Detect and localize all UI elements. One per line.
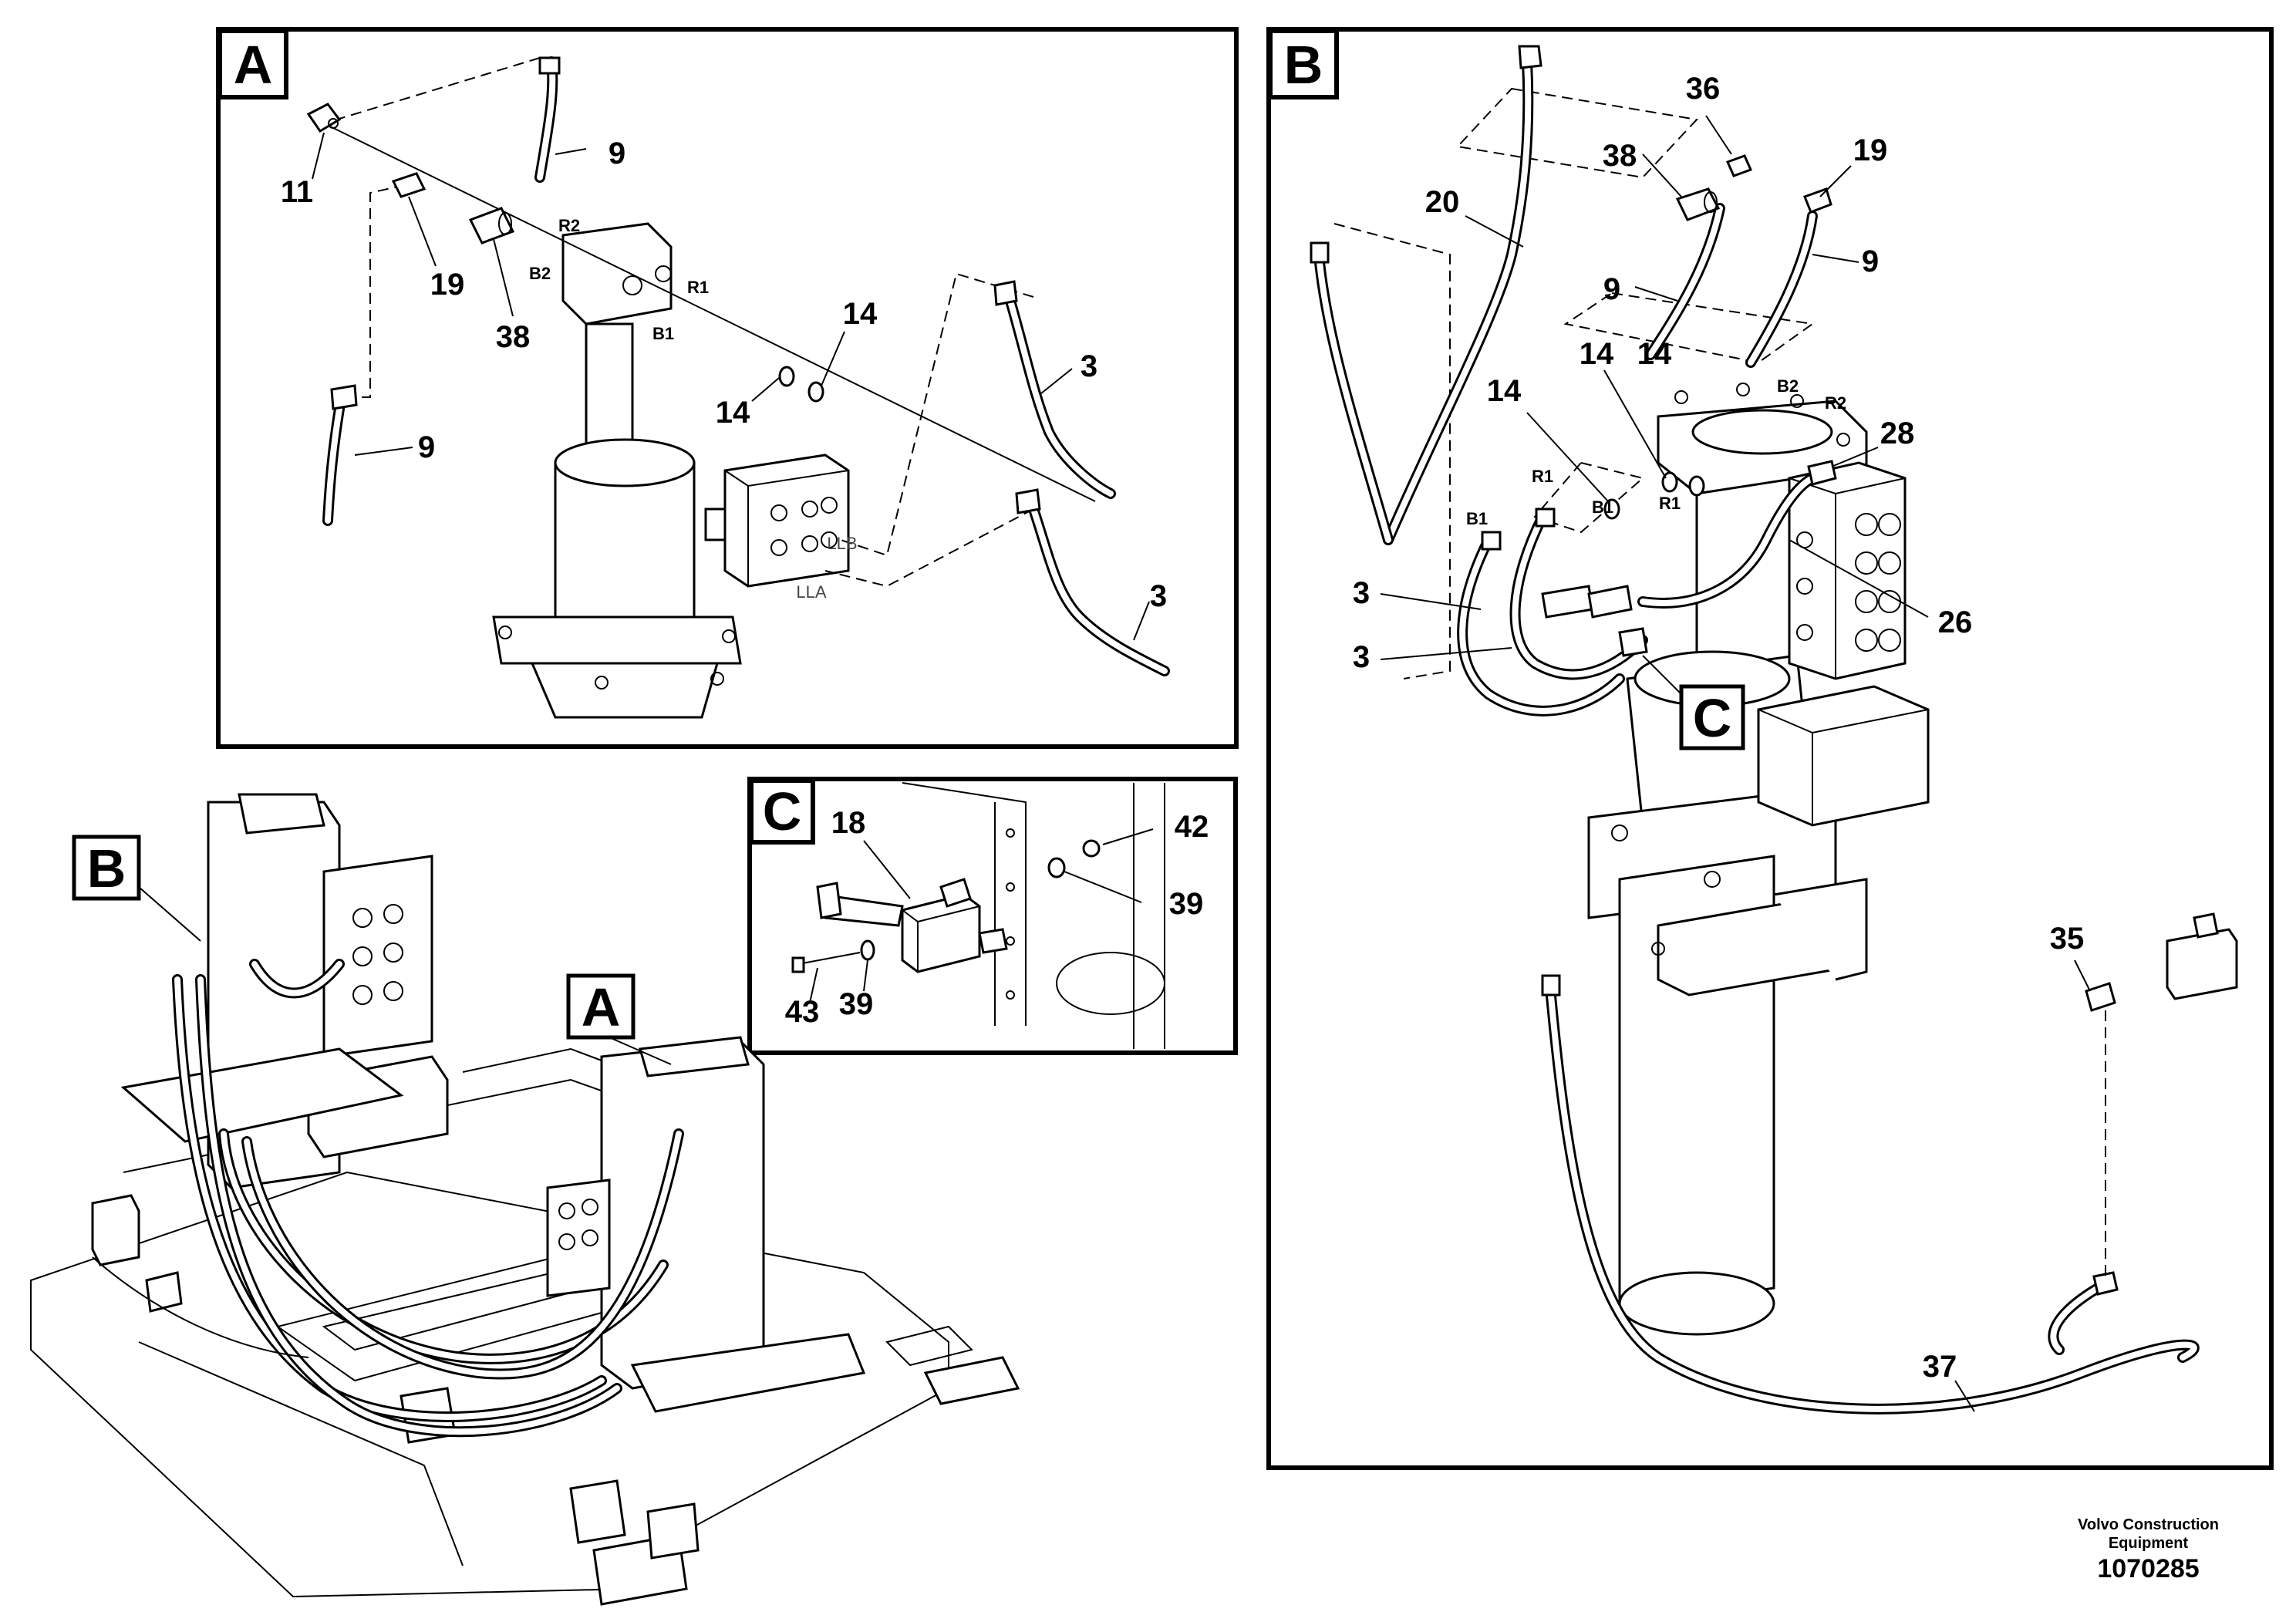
- company-line-1: Volvo Construction: [2078, 1516, 2219, 1533]
- view-b-frame: [1266, 27, 2274, 1470]
- callout-36: 36: [1686, 72, 1721, 106]
- overview-marker-a: A: [582, 977, 621, 1037]
- port-tag-r1-b-left: R1: [1532, 467, 1553, 486]
- fitting-11: [306, 103, 342, 133]
- callout-14-a-lower: 14: [716, 396, 750, 430]
- view-a-panel: A: [216, 27, 1239, 749]
- callout-37: 37: [1923, 1350, 1957, 1384]
- adapter-38-a: [468, 207, 515, 244]
- view-c-panel: C: [747, 777, 1238, 1055]
- frame-plates-c: [902, 782, 1165, 1049]
- nut-42: [1082, 839, 1101, 858]
- port-tag-b1-a: B1: [652, 324, 674, 343]
- callout-14-b-left: 14: [1487, 374, 1522, 408]
- port-tag-r2-a: R2: [558, 216, 580, 235]
- hose-3-upper-a: [993, 280, 1116, 499]
- hose-37: [1541, 974, 2200, 1415]
- view-c-reference-box: [1679, 684, 1745, 750]
- callout-42: 42: [1175, 810, 1209, 844]
- port-tag-b1-b-left: B1: [1466, 509, 1488, 528]
- view-c-label-box: [749, 778, 815, 845]
- port-tag-r1-a: R1: [687, 278, 709, 297]
- callout-9-b-right: 9: [1862, 244, 1879, 278]
- callout-9-a-top: 9: [609, 137, 625, 170]
- valve-block-a: [704, 454, 850, 588]
- hose-3-lower-a: [1015, 488, 1170, 676]
- callout-11: 11: [281, 175, 313, 209]
- hose-3-outer-b: [1457, 531, 1625, 717]
- callout-26: 26: [1938, 605, 1973, 639]
- callout-19-a: 19: [430, 268, 465, 302]
- hose-9-b-left: [1645, 203, 1725, 360]
- axis-line-a: [323, 123, 1096, 502]
- fitting-35: [2085, 982, 2116, 1012]
- swivel-column-a: [492, 222, 742, 719]
- view-b-label: B: [1284, 35, 1323, 95]
- block-c-fittings-b: [1541, 585, 1648, 657]
- hose-9-b-right: [1745, 211, 1818, 368]
- callout-39-right: 39: [1169, 887, 1204, 921]
- callout-19-b: 19: [1853, 133, 1888, 167]
- nut-14-lower: [778, 366, 795, 387]
- overview-marker-b-box: [72, 835, 141, 901]
- washer-39-right: [1047, 857, 1066, 878]
- callout-38-b: 38: [1603, 139, 1637, 173]
- fitting-28: [1807, 460, 1837, 486]
- document-number: 1070285: [2097, 1554, 2200, 1583]
- port-tag-b2-a: B2: [529, 264, 551, 283]
- callout-14-b-right: 14: [1580, 337, 1614, 371]
- control-valve-stack-b: [1757, 461, 1930, 827]
- nut-14-upper: [807, 381, 824, 403]
- overview-marker-a-box: [566, 973, 636, 1040]
- port-tag-lla: LLA: [796, 582, 826, 602]
- fitting-36: [1725, 154, 1753, 177]
- hose-3-inner-b: [1509, 508, 1648, 680]
- view-b-label-box: [1268, 29, 1339, 99]
- callout-28: 28: [1880, 416, 1915, 450]
- bolt-43: [791, 952, 861, 973]
- port-tag-r1-b-right: R1: [1659, 494, 1681, 513]
- callout-3-a-lower: 3: [1150, 579, 1167, 613]
- fitting-19-b: [1803, 187, 1832, 214]
- callout-35: 35: [2050, 922, 2085, 956]
- port-tag-b2-b: B2: [1777, 376, 1799, 396]
- callout-3-a-upper: 3: [1081, 349, 1097, 383]
- port-tag-b1-b-right: B1: [1592, 497, 1613, 517]
- hose-26: [1637, 473, 1818, 609]
- view-c-frame: [747, 777, 1238, 1055]
- check-valve-18: [816, 878, 1008, 973]
- port-tag-r2-b: R2: [1825, 393, 1846, 413]
- hose-9-top-a: [534, 56, 561, 183]
- footer-block: Volvo Construction Equipment 1070285: [2078, 1516, 2219, 1585]
- adapter-38-b: [1675, 187, 1721, 221]
- callout-3-b-lower: 3: [1353, 640, 1370, 674]
- hose-9-left-a: [322, 384, 358, 526]
- fitting-19-a: [391, 172, 426, 198]
- view-c-label: C: [763, 781, 802, 841]
- callout-3-b-upper: 3: [1353, 576, 1370, 610]
- callout-39-left: 39: [839, 987, 874, 1021]
- callout-43: 43: [785, 995, 820, 1029]
- washer-39-left: [860, 939, 875, 961]
- view-a-frame: [216, 27, 1239, 749]
- callout-38-a: 38: [496, 320, 531, 354]
- view-c-reference-label: C: [1693, 688, 1732, 748]
- view-b-panel: B: [1266, 27, 2274, 1470]
- valve-block-35: [2166, 912, 2238, 1000]
- callout-14-b-top: 14: [1637, 337, 1672, 371]
- port-tag-llb: LLB: [827, 534, 857, 553]
- view-a-label-box: [217, 29, 288, 99]
- callout-14-a-upper: 14: [843, 297, 878, 331]
- overview-marker-b: B: [87, 838, 126, 899]
- callout-9-b-left: 9: [1603, 272, 1620, 306]
- callout-9-a-left: 9: [418, 430, 435, 464]
- company-line-2: Equipment: [2108, 1535, 2189, 1552]
- overview-assembly: B A: [30, 793, 1020, 1606]
- view-a-label: A: [234, 35, 273, 95]
- callout-20: 20: [1425, 185, 1460, 219]
- hose-20: [1310, 45, 1542, 545]
- callout-18: 18: [831, 806, 866, 840]
